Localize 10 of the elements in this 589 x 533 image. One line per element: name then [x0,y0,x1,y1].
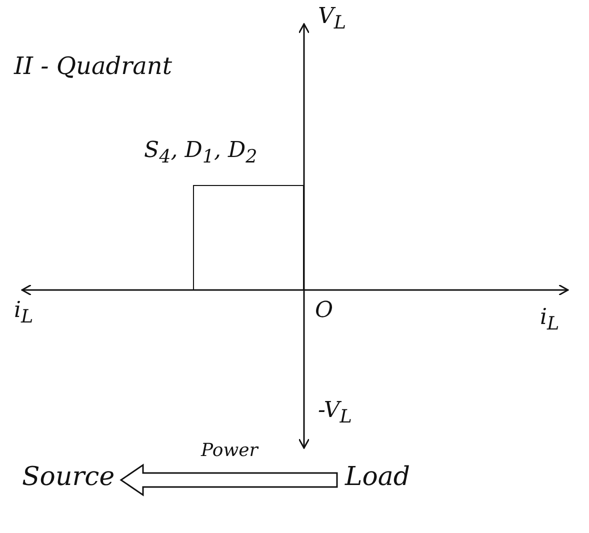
switch-label: S$_{4}$, D$_{1}$, D$_{2}$ [144,138,258,168]
origin-label: O [315,298,334,323]
axis-label: -V$_{L}$ [318,398,352,428]
node-label: Source [22,462,115,492]
hollow-arrow [120,464,338,496]
title: II - Quadrant [14,52,172,80]
node-label: Load [345,462,410,492]
axis-label: i$_{L}$ [14,298,34,328]
axis-label: V$_{L}$ [318,4,346,34]
axis-label: i$_{L}$ [540,305,560,334]
